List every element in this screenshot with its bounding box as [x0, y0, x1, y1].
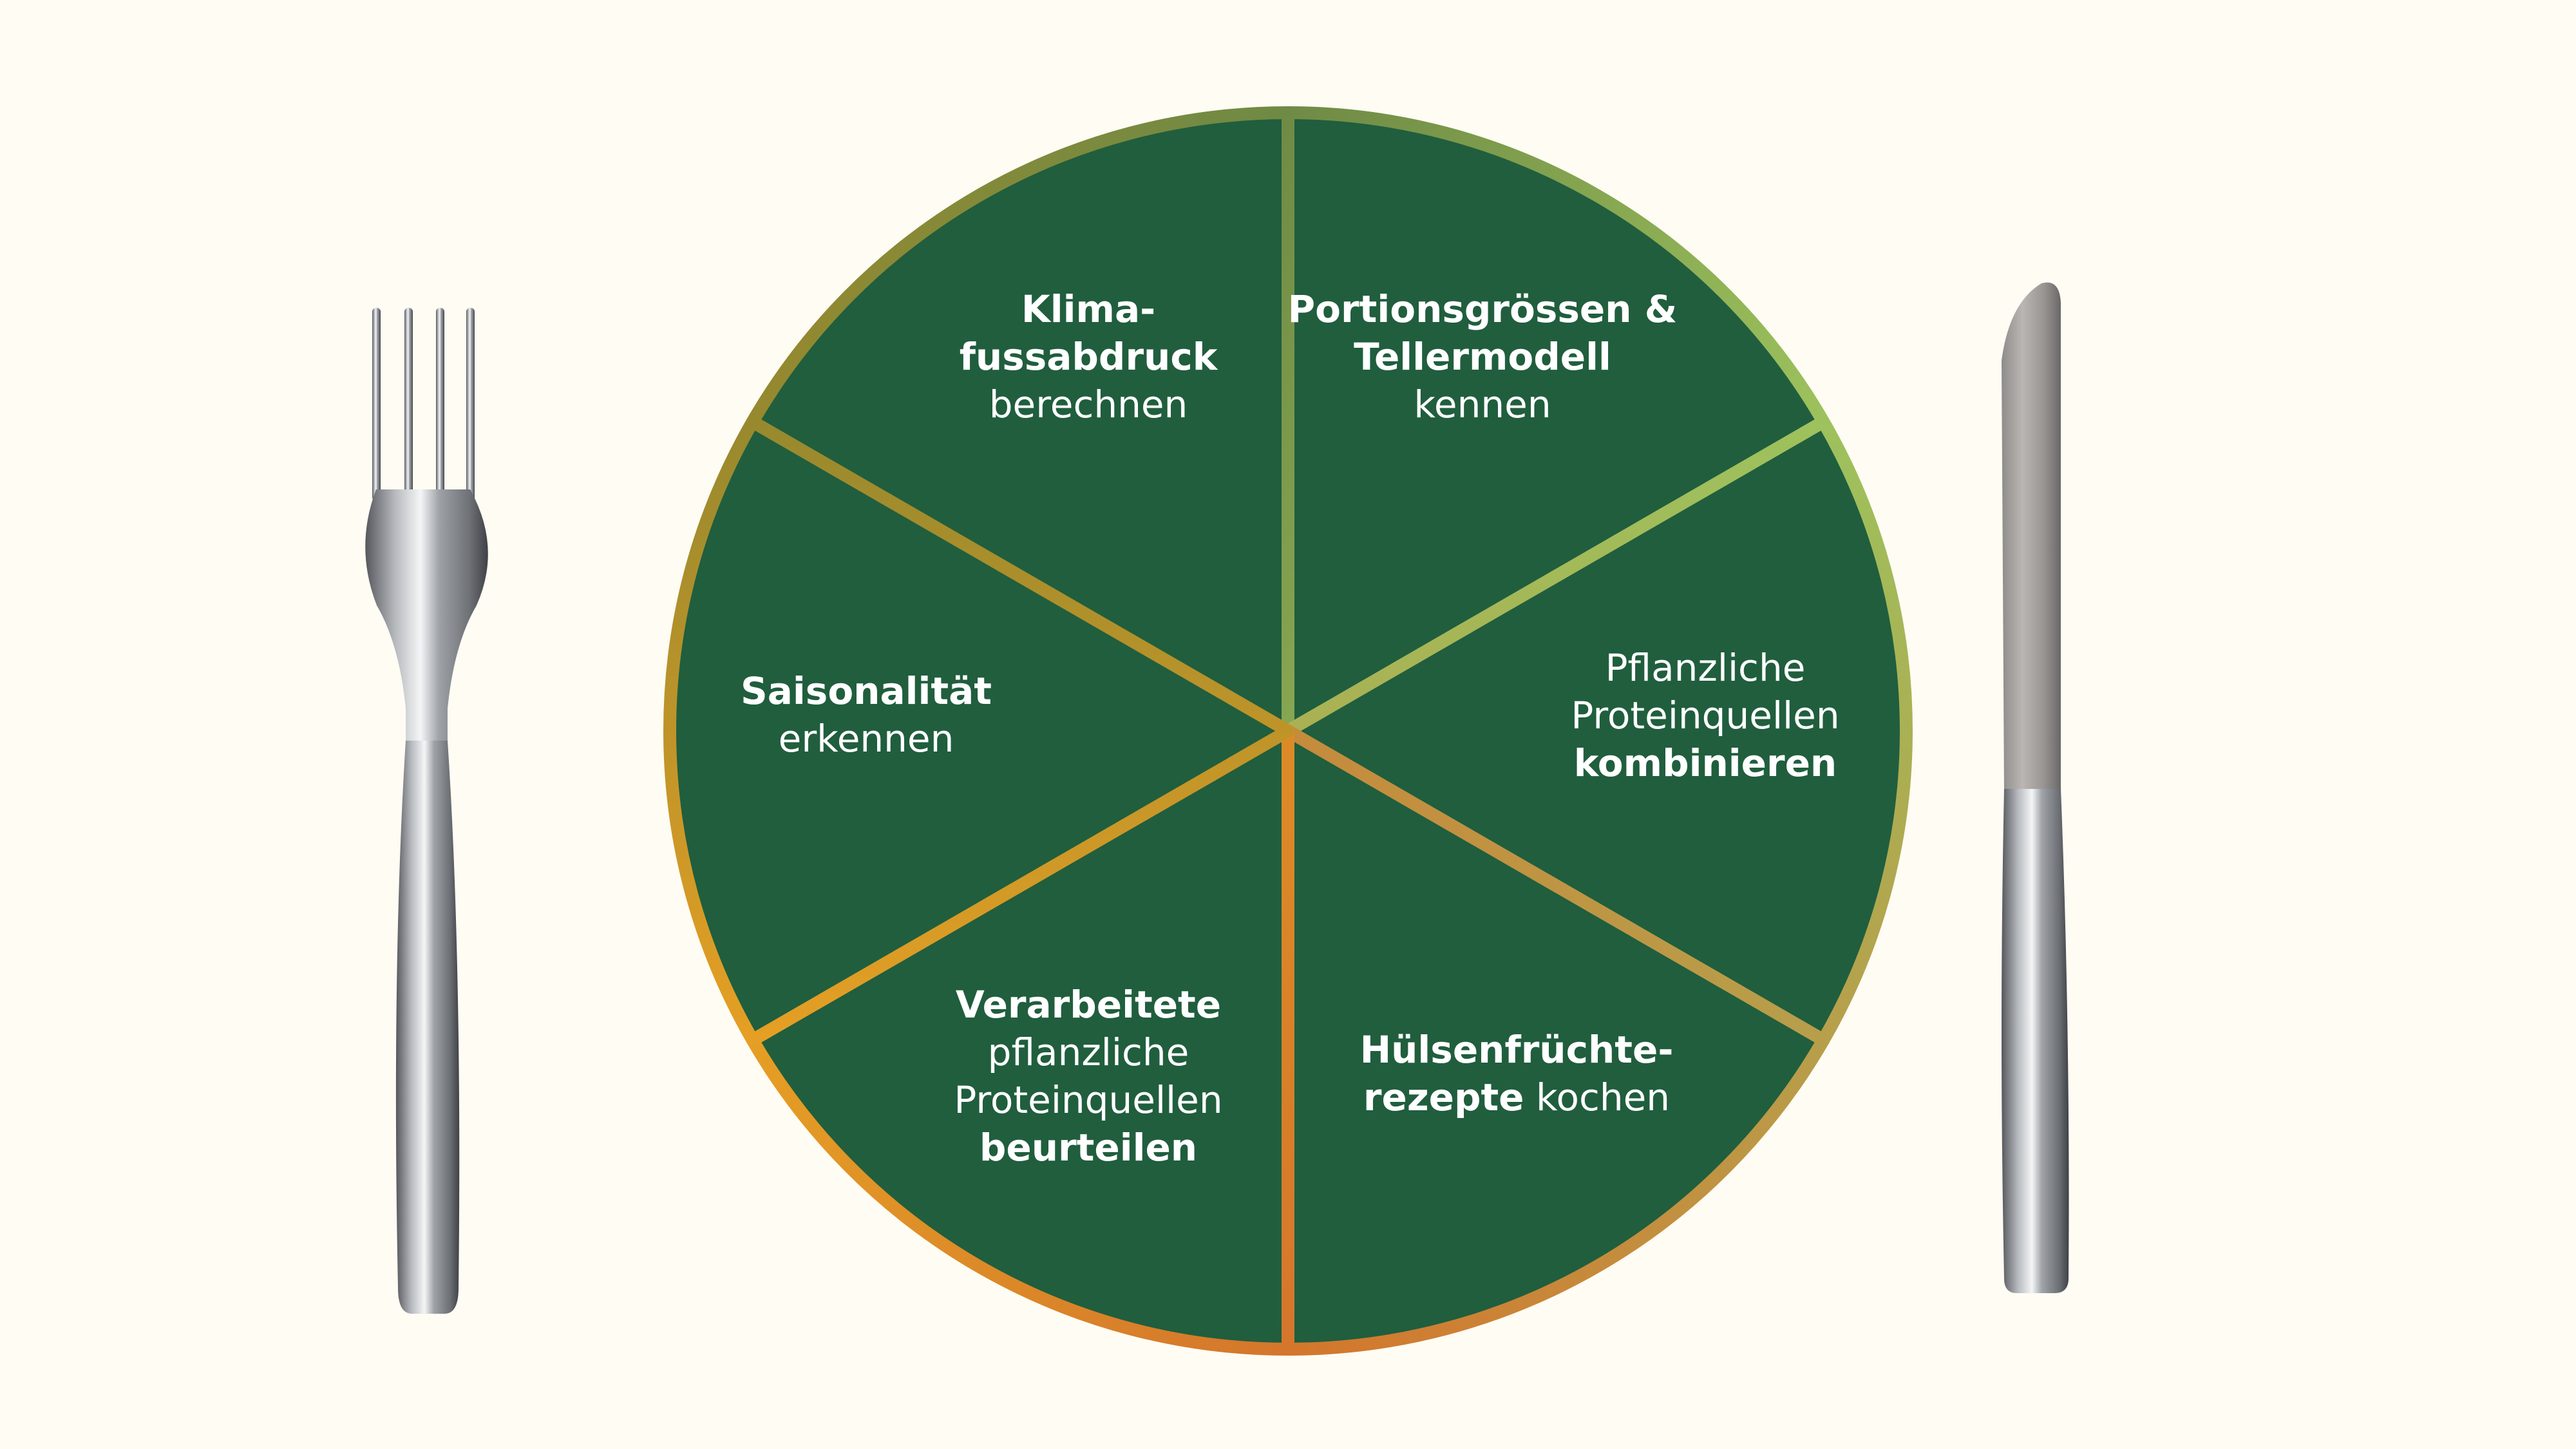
label-text: erkennen [779, 717, 954, 761]
segment-huelsenfruechte [1282, 724, 1830, 1356]
label-text: Tellermodell [1354, 335, 1611, 379]
label-huelsenfruechte: Hülsenfrüchte-rezepte kochen [1360, 1028, 1674, 1119]
label-text: pflanzliche [988, 1030, 1189, 1074]
label-text: fussabdruck [960, 335, 1218, 379]
segment-proteine-kombinieren [1282, 415, 1913, 1046]
label-text: Pflanzliche [1605, 646, 1806, 690]
label-text: Portionsgrössen & [1288, 287, 1678, 331]
segment-portionen [1282, 106, 1830, 737]
label-text: Klima- [1021, 287, 1155, 331]
knife-icon [2002, 282, 2069, 1293]
plate [663, 106, 1913, 1356]
label-text: Proteinquellen [1571, 694, 1839, 737]
label-text: Hülsenfrüchte- [1360, 1028, 1674, 1072]
label-text: rezepte [1363, 1075, 1524, 1119]
label-text: Verarbeitete [956, 983, 1221, 1027]
fork-icon [365, 308, 488, 1314]
label-text: Proteinquellen [954, 1078, 1222, 1122]
segment-klima [746, 106, 1294, 737]
label-text: kennen [1414, 383, 1551, 426]
segment-verarbeitete [746, 724, 1294, 1356]
label-text: berechnen [989, 383, 1188, 426]
label-text: beurteilen [980, 1126, 1197, 1170]
label-text: kochen [1524, 1075, 1671, 1119]
label-text: kombinieren [1574, 741, 1837, 785]
segment-saisonalitaet [663, 415, 1294, 1046]
label-text: Saisonalität [741, 669, 992, 713]
